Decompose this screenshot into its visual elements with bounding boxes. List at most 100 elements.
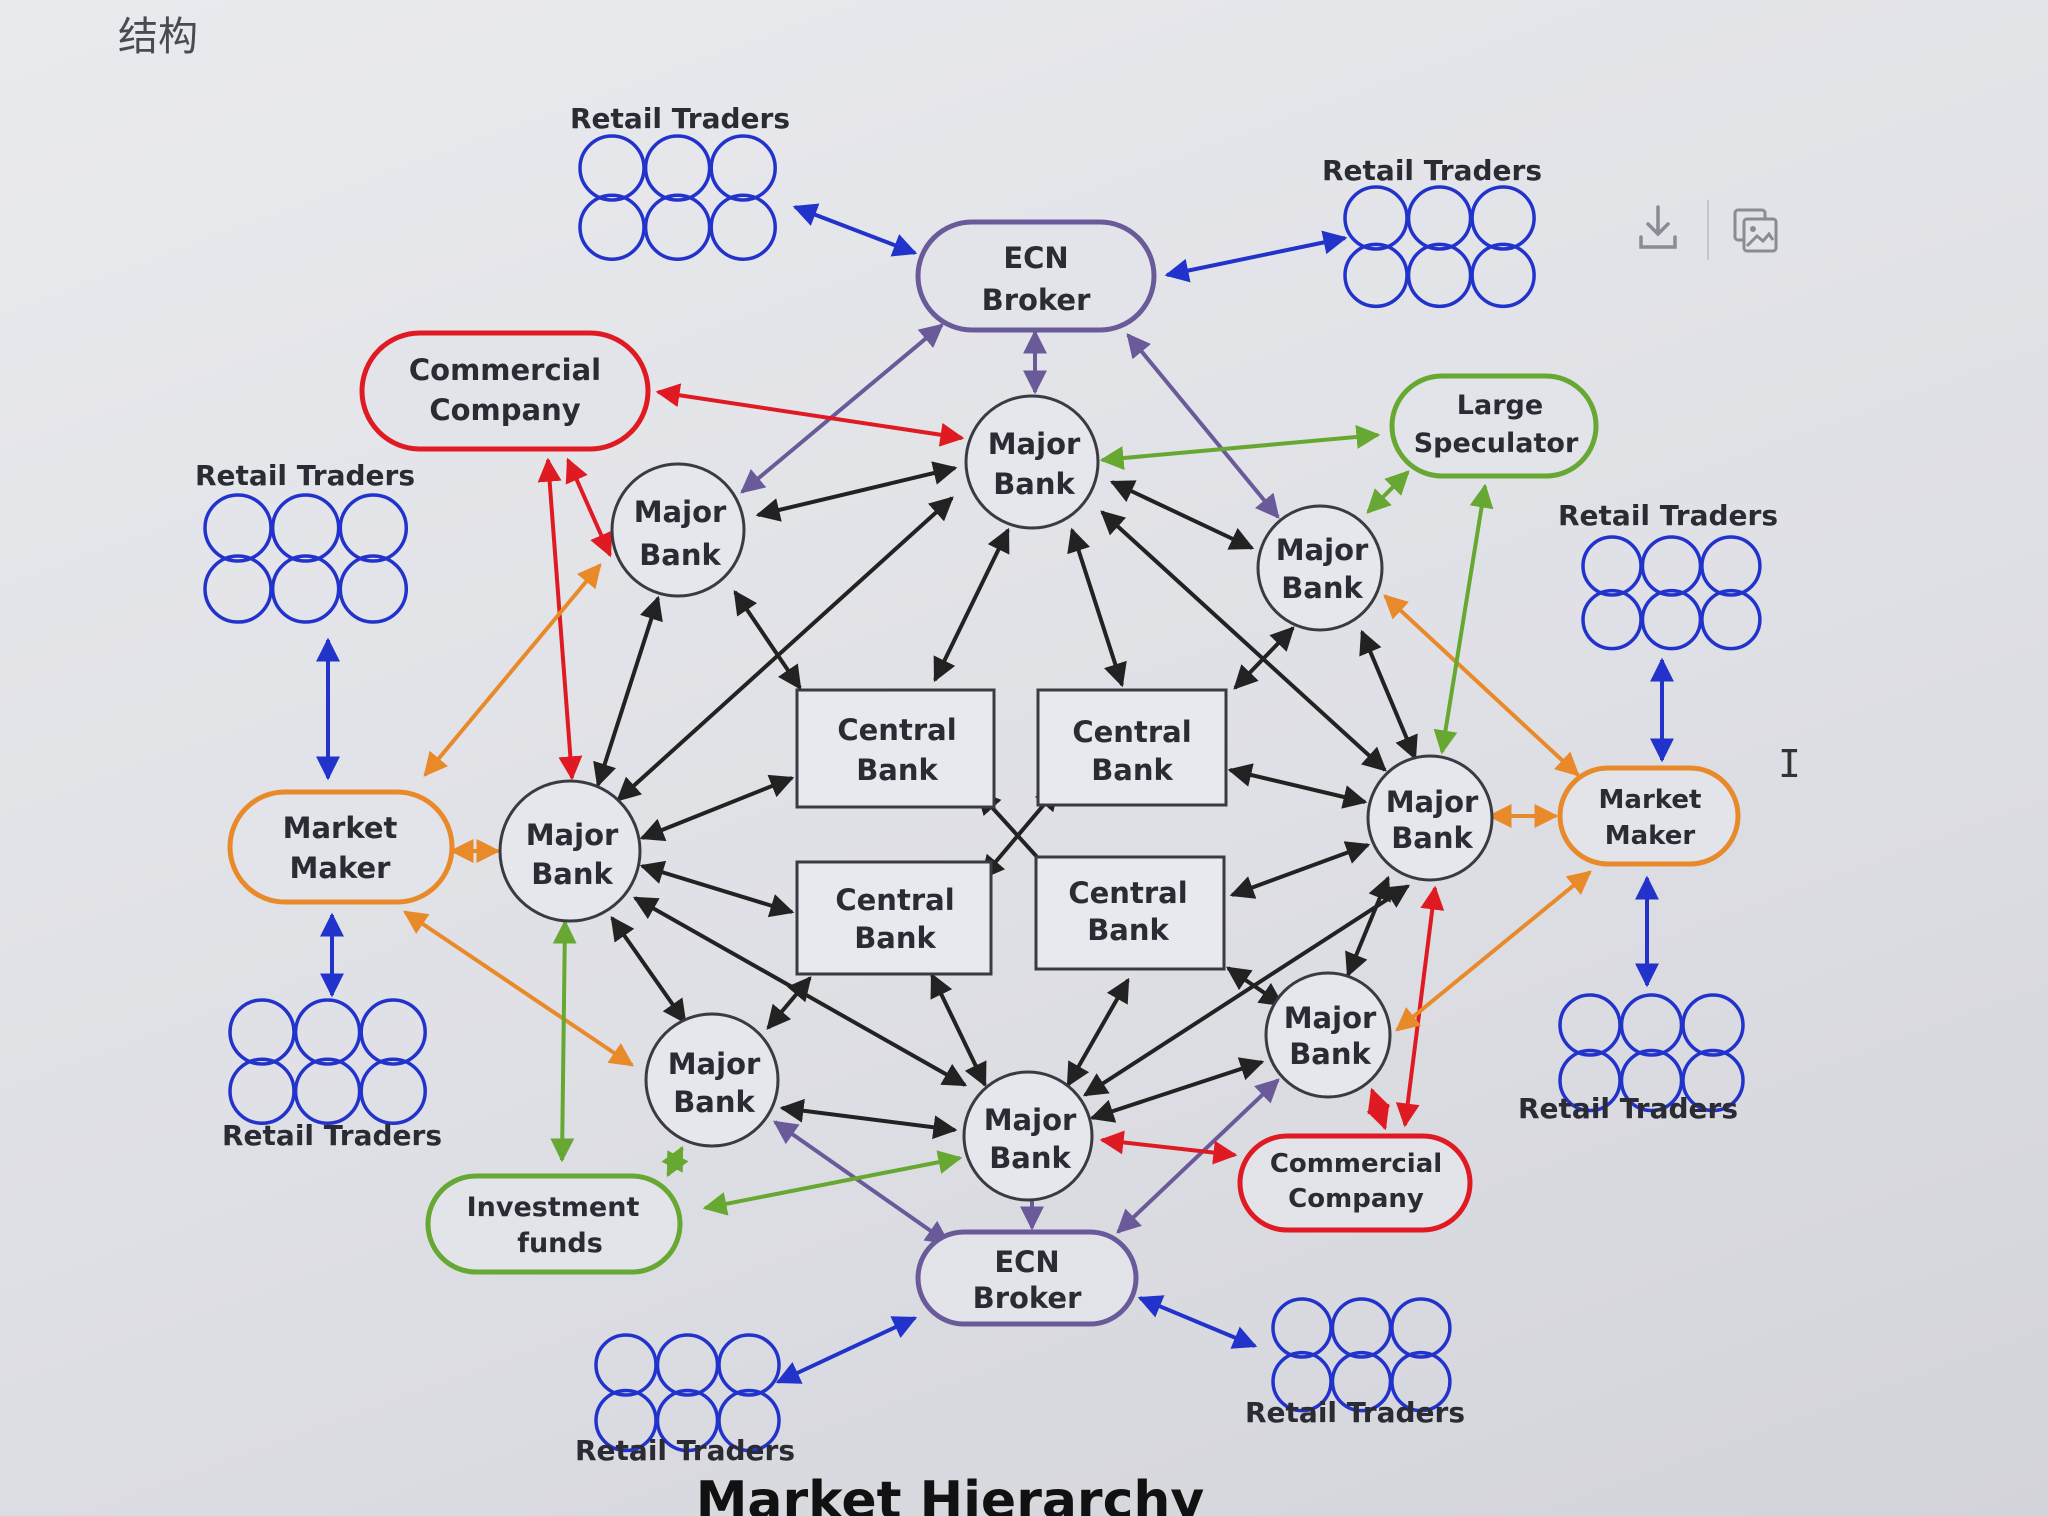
- retail-trader-circle: [1390, 1297, 1452, 1359]
- central-bank-lower-right: Central Bank: [1034, 855, 1226, 971]
- retail-trader-circle: [1700, 588, 1762, 651]
- download-button[interactable]: [1630, 200, 1686, 256]
- link-cc-top-bank-top: [655, 383, 965, 447]
- text-cursor: I: [1778, 742, 1801, 786]
- retail-trader-circle: [1390, 1350, 1452, 1413]
- link-bank-ul-cb1: [733, 590, 802, 690]
- svg-text:Commercial: Commercial: [409, 353, 601, 387]
- svg-text:Bank: Bank: [673, 1085, 755, 1119]
- retail-trader-circle: [709, 134, 777, 202]
- retail-trader-circle: [338, 554, 409, 624]
- large-speculator: Large Speculator: [1389, 373, 1599, 479]
- major-bank-middle-right: Major Bank: [1366, 754, 1494, 882]
- retail-traders-cluster-bottom-right: [1271, 1297, 1452, 1413]
- retail-traders-label-right-bottom: Retail Traders: [1518, 1092, 1738, 1125]
- link-bank-ml-cb3: [639, 860, 795, 918]
- retail-trader-circle: [293, 1057, 362, 1125]
- link-bank-mr-bank-lr: [1345, 875, 1391, 978]
- svg-text:Market: Market: [1599, 785, 1702, 815]
- svg-text:Major: Major: [526, 818, 619, 852]
- svg-text:Company: Company: [429, 393, 580, 427]
- major-bank-middle-left: Major Bank: [498, 779, 642, 923]
- retail-trader-circle: [717, 1333, 781, 1397]
- retail-trader-circle: [1271, 1297, 1333, 1359]
- svg-text:Bank: Bank: [856, 753, 938, 787]
- link-cb3-bank-bottom: [930, 972, 987, 1088]
- retail-trader-circle: [1558, 993, 1622, 1057]
- retail-traders-label-top-right: Retail Traders: [1322, 154, 1542, 187]
- retail-trader-circle: [1581, 535, 1643, 597]
- market-maker-right: Market Maker: [1557, 765, 1741, 867]
- link-ls-bank-mr: [1433, 483, 1494, 755]
- retail-trader-circle: [1640, 535, 1703, 597]
- svg-text:funds: funds: [517, 1228, 603, 1259]
- svg-text:Major: Major: [1276, 533, 1369, 567]
- central-bank-upper-right: Central Bank: [1036, 688, 1228, 807]
- link-mm-right-bank-ur: [1383, 594, 1580, 777]
- retail-trader-circle: [655, 1333, 720, 1397]
- retail-trader-circle: [1343, 242, 1409, 309]
- retail-trader-circle: [228, 998, 296, 1066]
- retail-trader-circle: [1700, 535, 1762, 597]
- link-ecn-top-bank-ur: [1126, 333, 1280, 519]
- svg-text:Bank: Bank: [1391, 821, 1473, 855]
- retail-trader-circle: [270, 554, 341, 624]
- retail-traders-cluster-top-left: [578, 134, 777, 261]
- retail-trader-circle: [1470, 185, 1536, 251]
- link-mm-right-bank-lr: [1395, 870, 1592, 1032]
- svg-text:Broker: Broker: [982, 283, 1092, 317]
- link-retail-ecn-top-right: [1164, 230, 1348, 283]
- view-image-button[interactable]: [1728, 203, 1784, 259]
- retail-trader-circle: [643, 193, 712, 261]
- link-cb3-bank-bl: [766, 976, 812, 1030]
- svg-text:Company: Company: [1288, 1184, 1424, 1214]
- link-ls-bank-top: [1099, 424, 1381, 471]
- retail-trader-circle: [338, 493, 409, 563]
- link-if-bank-ml: [550, 919, 577, 1163]
- retail-trader-circle: [203, 493, 273, 563]
- svg-text:Bank: Bank: [531, 857, 613, 891]
- svg-text:Major: Major: [984, 1103, 1077, 1137]
- svg-text:Central: Central: [837, 713, 956, 747]
- link-cc-bottom-bank-bottom: [1099, 1130, 1238, 1165]
- svg-text:Maker: Maker: [290, 851, 392, 885]
- retail-trader-circle: [1640, 588, 1703, 651]
- retail-trader-circle: [270, 493, 341, 563]
- link-cb1-bank-ml: [639, 774, 795, 842]
- link-cb4-bank-mr: [1229, 841, 1371, 899]
- svg-text:Commercial: Commercial: [1270, 1149, 1442, 1179]
- link-bank-top-cb2: [1067, 527, 1127, 688]
- link-bank-ul-bank-ml: [593, 595, 663, 788]
- svg-text:Speculator: Speculator: [1414, 428, 1579, 459]
- retail-trader-circle: [1681, 1048, 1745, 1113]
- page-heading: 结构: [118, 14, 198, 60]
- retail-trader-circle: [578, 134, 646, 202]
- link-ecn-bottom-bank-bl: [773, 1120, 950, 1245]
- retail-traders-cluster-left: [203, 493, 409, 624]
- connections: [316, 203, 1674, 1384]
- toolbar-separator: [1707, 200, 1709, 260]
- retail-trader-circle: [643, 134, 712, 202]
- link-retail-ecn-top-left: [792, 203, 918, 257]
- link-bank-lr-bank-bottom: [1089, 1057, 1265, 1123]
- ecn-broker-top: ECN Broker: [915, 219, 1157, 333]
- link-cc-bottom-bank-lr: [1366, 1087, 1391, 1131]
- commercial-company-top: Commercial Company: [359, 330, 651, 452]
- retail-trader-clusters: [203, 134, 1762, 1453]
- investment-funds: Investment funds: [425, 1173, 683, 1275]
- svg-text:Central: Central: [835, 883, 954, 917]
- svg-text:Bank: Bank: [1281, 571, 1363, 605]
- retail-trader-circle: [359, 998, 427, 1066]
- svg-text:Bank: Bank: [1289, 1037, 1371, 1071]
- retail-trader-circle: [1619, 993, 1684, 1057]
- svg-text:Market: Market: [283, 811, 398, 845]
- retail-traders-cluster-right: [1581, 535, 1762, 651]
- link-cb2-bank-mr: [1227, 763, 1368, 809]
- major-bank-upper-right: Major Bank: [1256, 504, 1384, 632]
- retail-trader-circle: [1330, 1297, 1393, 1359]
- link-bank-top-bank-ml: [616, 496, 954, 802]
- retail-traders-cluster-bottom-left: [594, 1333, 781, 1453]
- retail-trader-circle: [359, 1057, 427, 1125]
- central-bank-lower-left: Central Bank: [795, 860, 993, 976]
